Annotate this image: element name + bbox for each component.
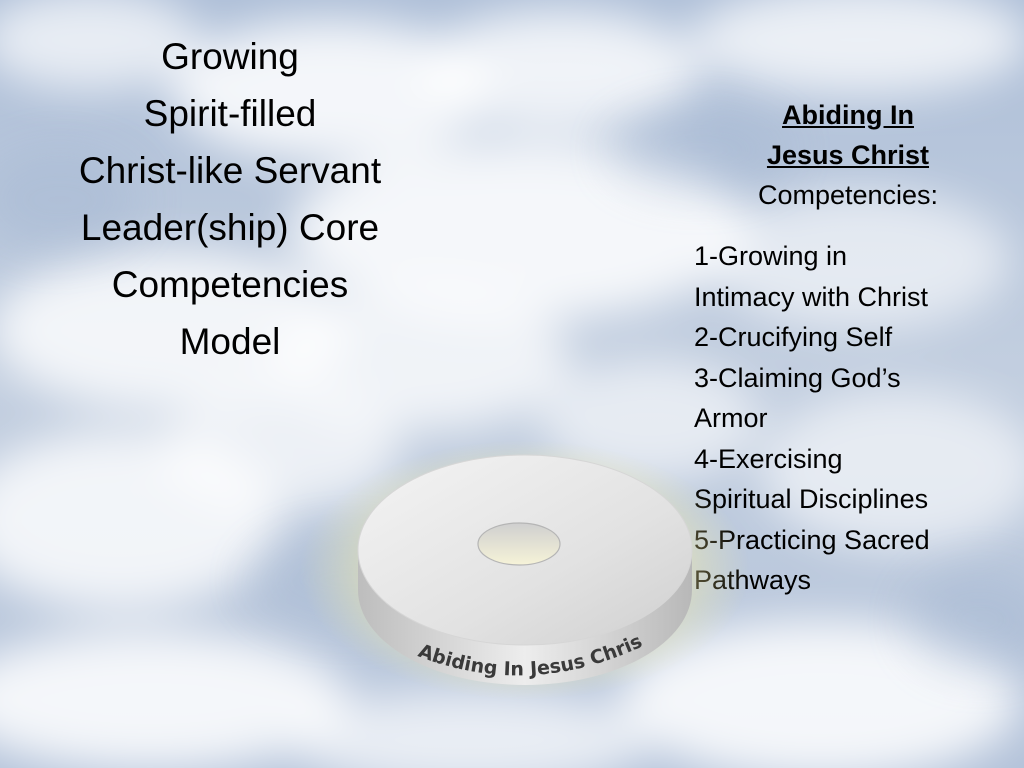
slide-title: Growing Spirit-filled Christ-like Servan… [20,28,440,370]
competency-item: 3-Claiming God’s Armor [694,358,1020,439]
competency-line: Armor [694,403,768,433]
competency-item: 1-Growing in Intimacy with Christ [694,236,1020,317]
abiding-disc-graphic: Abiding In Jesus Christ [290,440,750,700]
title-line: Christ-like Servant [78,150,382,191]
disc-hole [477,522,561,566]
competency-line: Spiritual Disciplines [694,484,929,514]
heading-subheading: Competencies: [757,180,939,210]
competency-item: 4-Exercising Spiritual Disciplines [694,439,1020,520]
competencies-heading: Abiding In Jesus Christ Competencies: [700,95,996,215]
competency-line: 1-Growing in [694,241,848,271]
competency-line: 3-Claiming God’s [694,362,901,393]
title-line: Leader(ship) Core [80,207,380,248]
competency-line: 2-Crucifying Self [694,322,893,352]
heading-line-2: Jesus Christ [766,140,930,170]
heading-line-1: Abiding In [782,100,914,130]
disc-edge [358,550,692,685]
title-line: Spirit-filled [143,93,317,134]
competency-line: 4-Exercising [694,443,843,474]
title-line: Growing [161,36,299,77]
competency-item: 2-Crucifying Self [694,317,1020,358]
title-line: Model [179,321,281,362]
title-line: Competencies [111,264,349,305]
competency-line: Intimacy with Christ [694,281,929,312]
